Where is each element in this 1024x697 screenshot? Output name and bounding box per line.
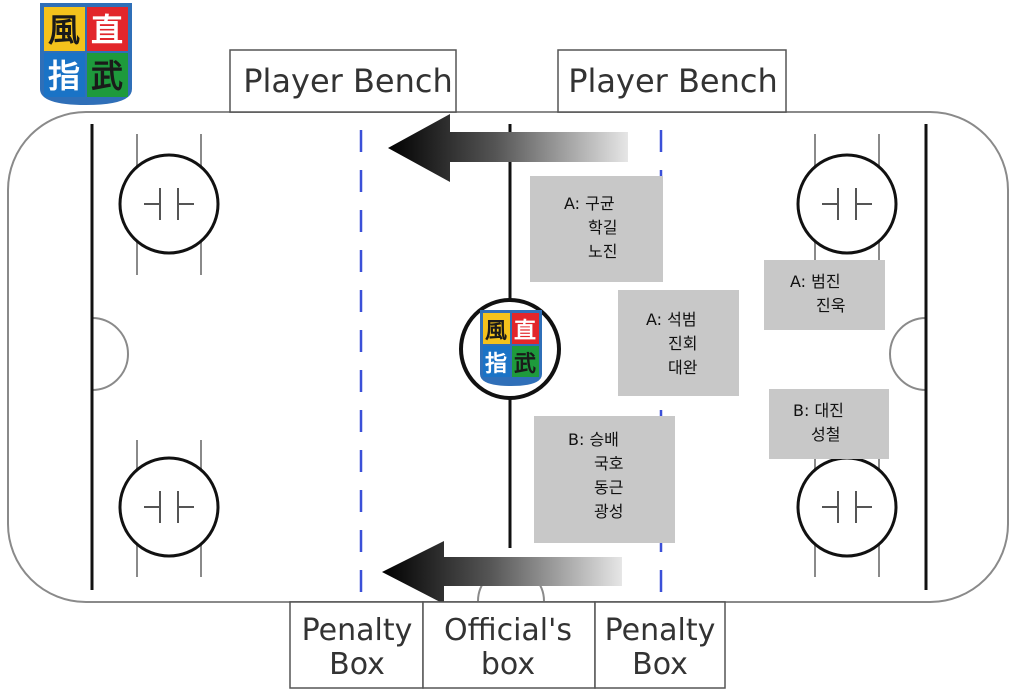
note-5-line-2: 성철 [811,425,841,444]
player-bench-left-label: Player Bench [243,62,453,100]
faceoff-circle-bottom-left [118,440,220,577]
note-3-line-3: 동근 [594,478,624,497]
note-1-line-2: 학길 [588,218,618,237]
officials-box: Official's box [422,601,596,689]
note-box-4: A: 범진 진욱 [764,260,885,330]
logo-center-char-4: 武 [514,351,536,377]
penalty-box-right-line2: Box [632,647,688,682]
note-4-line-2: 진욱 [816,296,846,315]
logo-center-char-1: 風 [485,318,507,344]
note-box-2: A: 석범 진회 대완 [618,290,739,396]
right-crease [889,317,927,391]
penalty-box-right: Penalty Box [594,601,726,689]
faceoff-circle-top-right [796,134,898,275]
officials-box-line2: box [481,647,535,682]
note-box-5: B: 대진 성철 [769,389,889,459]
logo-char-4: 武 [91,57,123,95]
player-bench-right: Player Bench [557,49,787,113]
club-logo-top: 風 直 指 武 [40,3,132,105]
logo-char-2: 直 [91,11,123,49]
logo-char-3: 指 [48,57,80,95]
note-3-line-2: 국호 [594,454,624,473]
note-2-line-3: 대완 [668,358,698,377]
logo-center-char-2: 直 [514,318,536,344]
note-box-3: B: 승배 국호 동근 광성 [534,416,675,543]
penalty-box-right-line1: Penalty [605,613,716,648]
logo-char-1: 風 [48,11,80,49]
penalty-box-left: Penalty Box [289,601,424,689]
faceoff-circle-top-left [118,134,220,275]
note-1-line-1: A: 구균 [564,194,615,213]
player-bench-right-label: Player Bench [568,62,778,100]
left-crease [91,317,129,391]
officials-box-line1: Official's [444,613,572,648]
note-box-1: A: 구균 학길 노진 [530,176,663,282]
logo-center-char-3: 指 [485,351,507,377]
arrow-top [388,114,628,182]
club-logo-center: 風 直 指 武 [480,310,542,386]
note-1-line-3: 노진 [588,242,618,261]
penalty-box-left-line2: Box [329,647,385,682]
note-5-line-1: B: 대진 [793,401,844,420]
note-3-line-1: B: 승배 [568,430,619,449]
note-3-line-4: 광성 [594,502,624,521]
note-2-line-1: A: 석범 [646,310,697,329]
player-bench-left: Player Bench [229,49,457,113]
note-2-line-2: 진회 [668,334,698,353]
penalty-box-left-line1: Penalty [302,613,413,648]
note-4-line-1: A: 범진 [790,272,841,291]
arrow-bottom [382,541,622,604]
